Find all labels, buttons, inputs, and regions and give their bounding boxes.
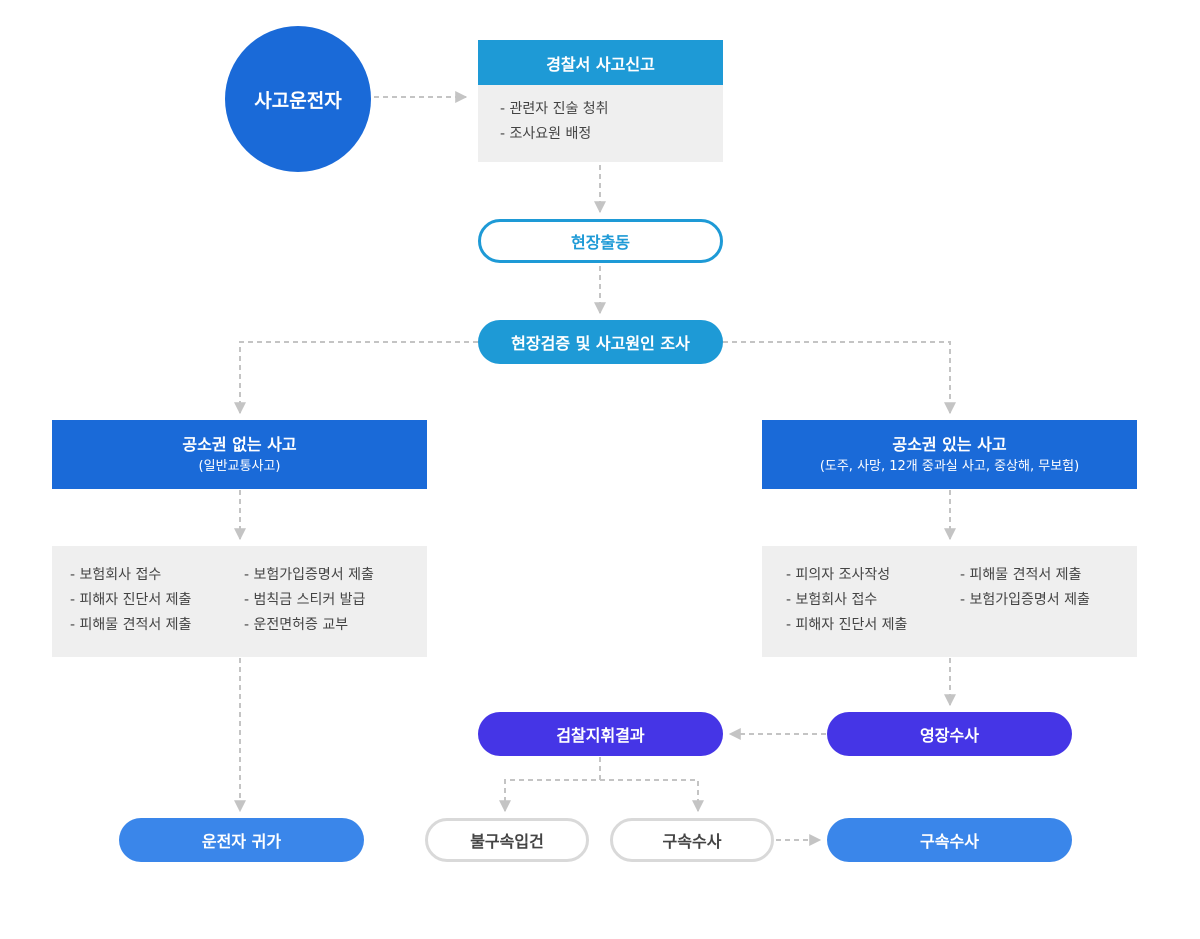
list-item: - 운전면허증 교부 [244, 617, 349, 633]
driver-circle: 사고운전자 [225, 26, 371, 172]
investigation-label: 현장검증 및 사고원인 조사 [511, 334, 690, 353]
arrow-prosecutor-to-nonarrest [499, 757, 601, 813]
with-prosecution-subtitle: (도주, 사망, 12개 중과실 사고, 중상해, 무보험) [819, 458, 1080, 474]
police-report-item: - 조사요원 배정 [500, 126, 592, 142]
warrant-investigation-node: 영장수사 [827, 712, 1072, 756]
non-detention-label: 불구속입건 [470, 832, 544, 851]
no-prosecution-title: 공소권 없는 사고 [182, 434, 297, 454]
list-item: - 피의자 조사작성 [786, 567, 891, 583]
arrow-prosecutor-to-arrest [600, 779, 704, 813]
with-prosecution-col1: - 피의자 조사작성 - 보험회사 접수 - 피해자 진단서 제출 [786, 563, 960, 657]
driver-return-label: 운전자 귀가 [201, 832, 282, 851]
detention-mid-label: 구속수사 [662, 832, 722, 851]
no-prosecution-header: 공소권 없는 사고 (일반교통사고) [52, 420, 427, 489]
list-item: - 피해자 진단서 제출 [70, 592, 192, 608]
police-report-header: 경찰서 사고신고 [478, 40, 723, 85]
with-prosecution-header: 공소권 있는 사고 (도주, 사망, 12개 중과실 사고, 중상해, 무보험) [762, 420, 1137, 489]
with-prosecution-title: 공소권 있는 사고 [892, 434, 1007, 454]
list-item: - 보험가입증명서 제출 [960, 592, 1090, 608]
detention-mid-node: 구속수사 [610, 818, 774, 862]
with-prosecution-list: - 피의자 조사작성 - 보험회사 접수 - 피해자 진단서 제출 - 피해물 … [762, 546, 1137, 657]
dispatch-label: 현장출동 [571, 233, 630, 252]
with-prosecution-col2: - 피해물 견적서 제출 - 보험가입증명서 제출 [960, 563, 1090, 657]
no-prosecution-list: - 보험회사 접수 - 피해자 진단서 제출 - 피해물 견적서 제출 - 보험… [52, 546, 427, 657]
list-item: - 범칙금 스티커 발급 [244, 592, 366, 608]
arrow-investigation-to-right [723, 341, 956, 415]
list-item: - 피해물 견적서 제출 [70, 617, 192, 633]
investigation-node: 현장검증 및 사고원인 조사 [478, 320, 723, 364]
list-item: - 보험회사 접수 [786, 592, 878, 608]
list-item: - 보험회사 접수 [70, 567, 162, 583]
no-prosecution-col1: - 보험회사 접수 - 피해자 진단서 제출 - 피해물 견적서 제출 [70, 563, 244, 657]
prosecutor-result-node: 검찰지휘결과 [478, 712, 723, 756]
no-prosecution-col2: - 보험가입증명서 제출 - 범칙금 스티커 발급 - 운전면허증 교부 [244, 563, 374, 657]
non-detention-node: 불구속입건 [425, 818, 589, 862]
police-report-item: - 관련자 진술 청취 [500, 101, 609, 117]
driver-return-node: 운전자 귀가 [119, 818, 364, 862]
police-report-body: - 관련자 진술 청취 - 조사요원 배정 [478, 85, 723, 162]
no-prosecution-subtitle: (일반교통사고) [198, 458, 281, 474]
detention-final-node: 구속수사 [827, 818, 1072, 862]
driver-label: 사고운전자 [254, 89, 342, 112]
list-item: - 피해자 진단서 제출 [786, 617, 908, 633]
arrow-investigation-to-left [234, 341, 478, 415]
list-item: - 피해물 견적서 제출 [960, 567, 1082, 583]
prosecutor-result-label: 검찰지휘결과 [556, 726, 645, 745]
list-item: - 보험가입증명서 제출 [244, 567, 374, 583]
police-report-title: 경찰서 사고신고 [546, 54, 655, 74]
detention-final-label: 구속수사 [920, 832, 979, 851]
warrant-investigation-label: 영장수사 [920, 726, 979, 745]
dispatch-node: 현장출동 [478, 219, 723, 263]
